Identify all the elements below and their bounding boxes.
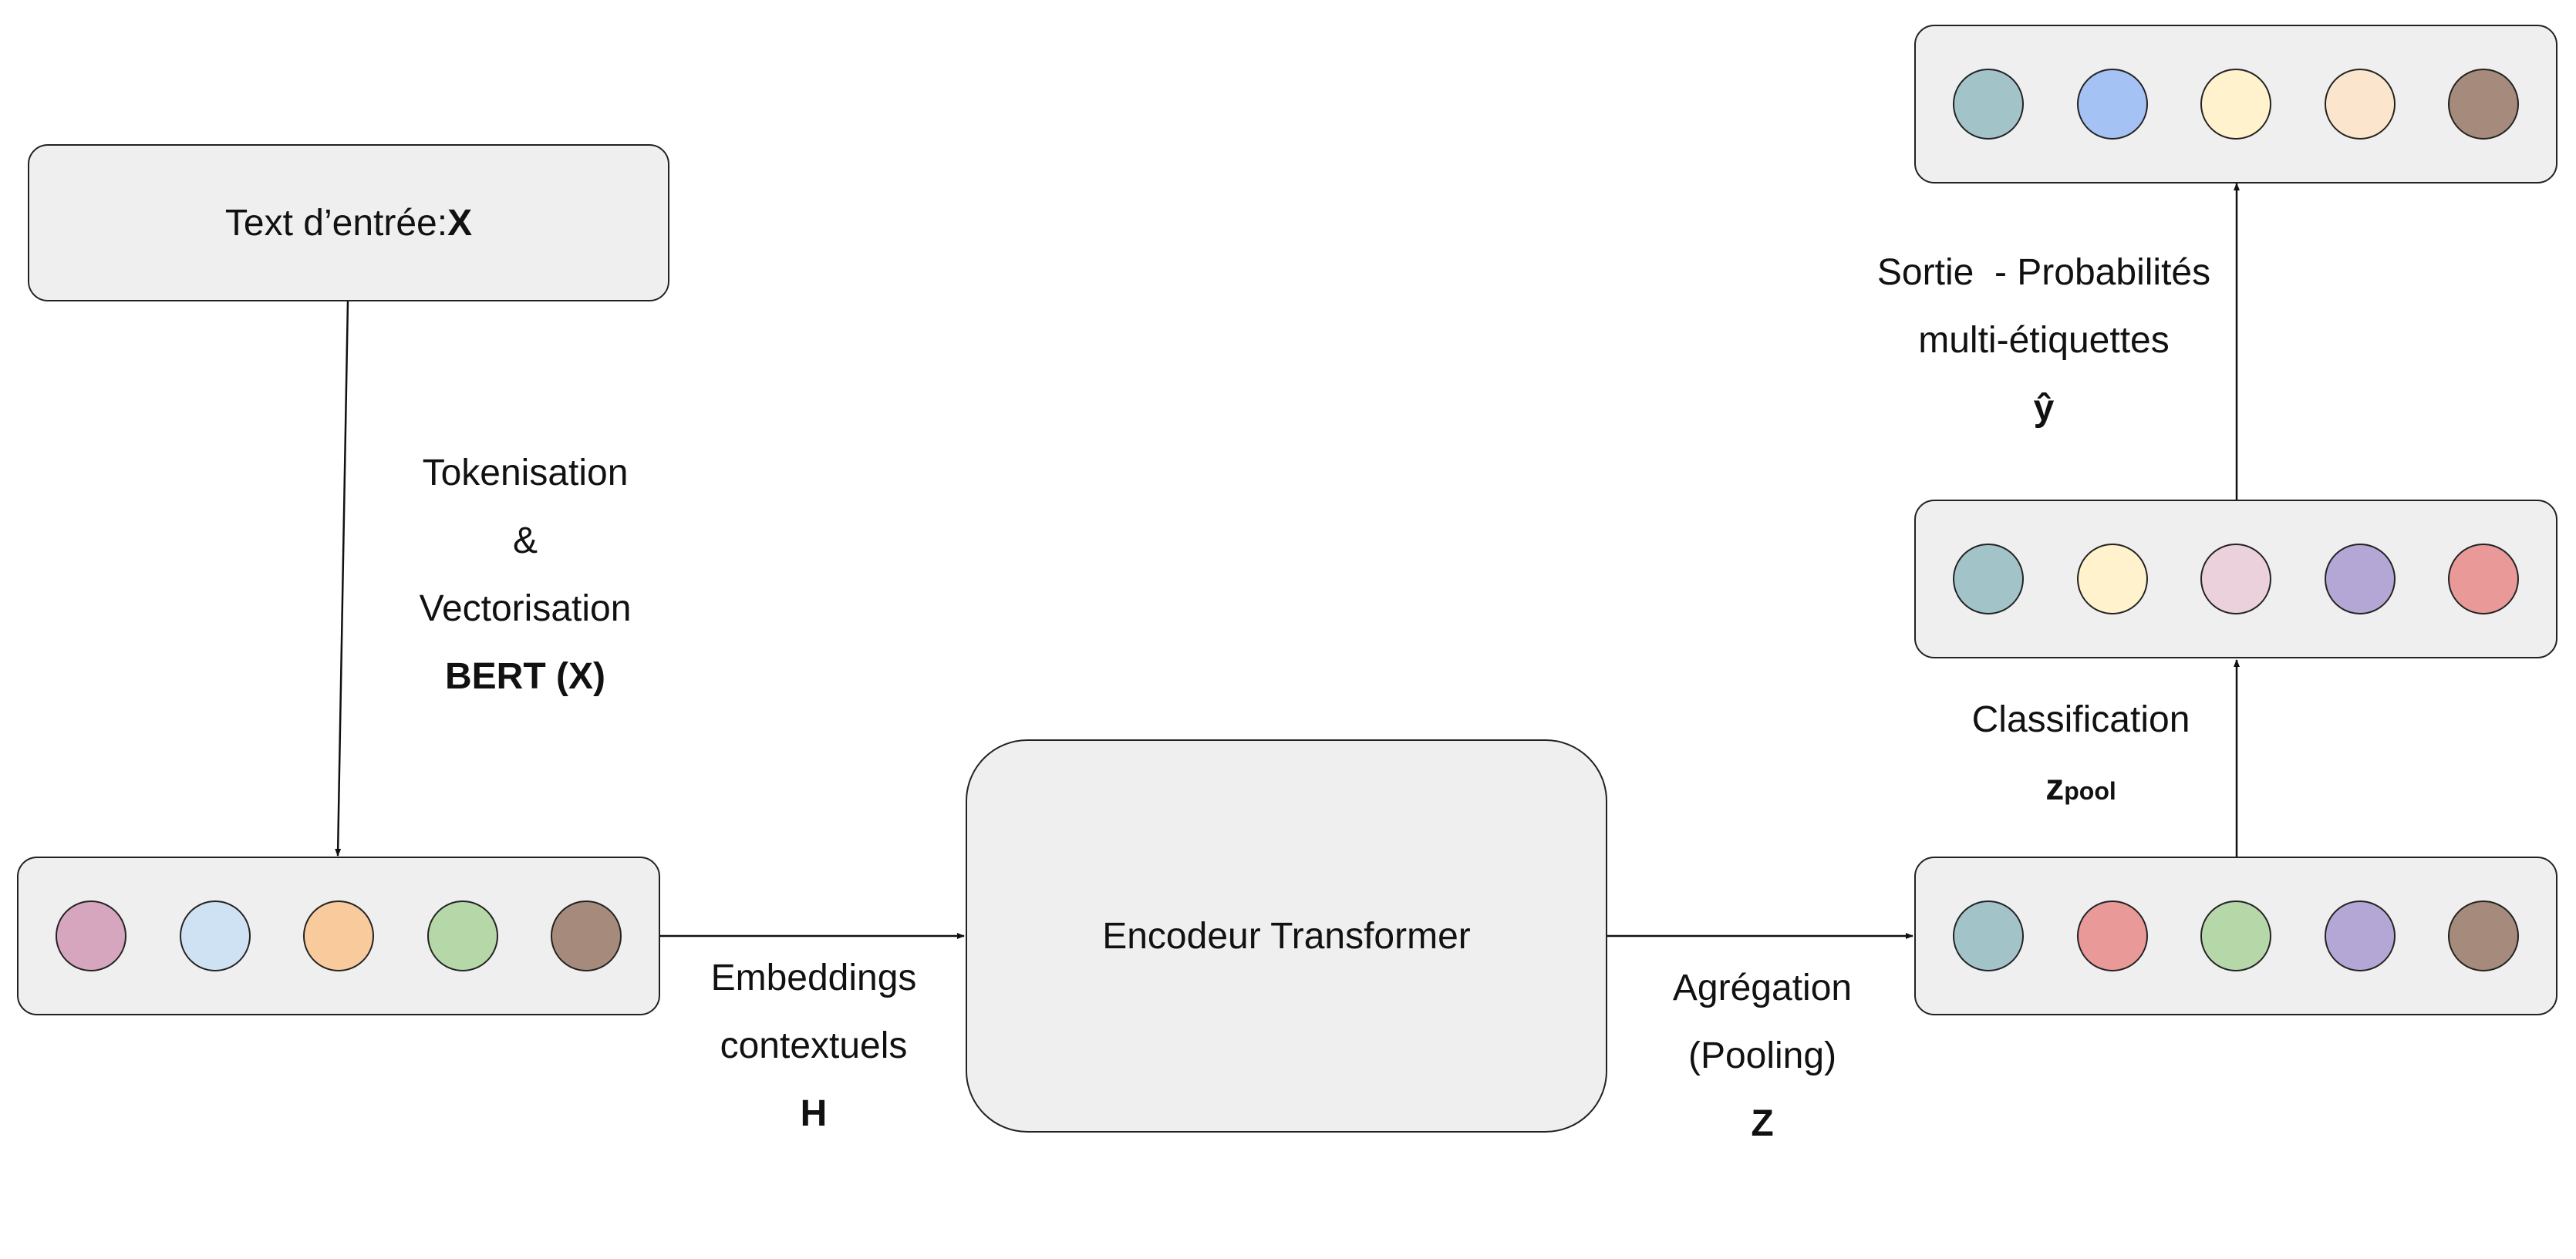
token-embedding-vector [17,857,660,1015]
output-line1: Sortie - Probabilités [1876,252,2211,293]
output-probability-vector [1914,25,2557,183]
token-embedding-dot [56,900,126,971]
pooling-line2: (Pooling) [1688,1035,1837,1076]
token-embedding-dot [179,900,251,971]
pooling-line1: Agrégation [1672,968,1853,1008]
embeddings-line1: Embeddings [710,958,917,998]
encoder-label: Encodeur Transformer [1102,915,1471,957]
input-text-label: Text d’entrée: [224,202,448,244]
embeddings-label: Embeddings contextuels H [686,960,941,1133]
pooled-dot [2200,900,2271,971]
classification-dot [2076,544,2148,614]
arrow-input-to-tokens [335,300,349,857]
output-label: Sortie - Probabilités multi-étiquettes ŷ [1843,254,2244,427]
output-dot [2076,69,2148,140]
pooling-label: Agrégation (Pooling) Z [1635,970,1890,1143]
token-embedding-dot [551,900,622,971]
tokenization-label: Tokenisation & Vectorisation BERT (X) [401,455,649,695]
tokenization-line1: Tokenisation [422,453,629,493]
classification-label: Classification zpool [1944,702,2218,806]
tokenization-line4: BERT (X) [445,656,605,697]
tokenization-line3: Vectorisation [419,588,632,629]
classification-dot [1953,544,2024,614]
classification-symbol: zpool [1944,769,2218,806]
classification-dot [2324,544,2396,614]
tokenization-line2: & [512,520,538,561]
input-symbol: X [447,202,473,244]
classification-subscript: pool [2064,777,2116,805]
pooled-dot [2076,900,2148,971]
output-symbol: ŷ [2033,388,2055,429]
output-dot [1953,69,2024,140]
classification-vector [1914,500,2557,658]
pooling-symbol: Z [1751,1103,1774,1144]
classification-dot [2448,544,2519,614]
output-dot [2324,69,2396,140]
classification-line1: Classification [1971,699,2190,740]
input-text-box: Text d’entrée: X [28,144,669,301]
encoder-transformer-box: Encodeur Transformer [966,739,1607,1133]
token-embedding-dot [427,900,498,971]
embeddings-line2: contextuels [720,1025,908,1066]
embeddings-symbol: H [800,1093,828,1134]
pooled-vector [1914,857,2557,1015]
pooled-dot [1953,900,2024,971]
pooled-dot [2324,900,2396,971]
output-line2: multi-étiquettes [1918,320,2170,361]
output-dot [2448,69,2519,140]
output-dot [2200,69,2271,140]
pooled-dot [2448,900,2519,971]
classification-z: z [2045,767,2065,808]
token-embedding-dot [303,900,374,971]
classification-dot [2200,544,2271,614]
